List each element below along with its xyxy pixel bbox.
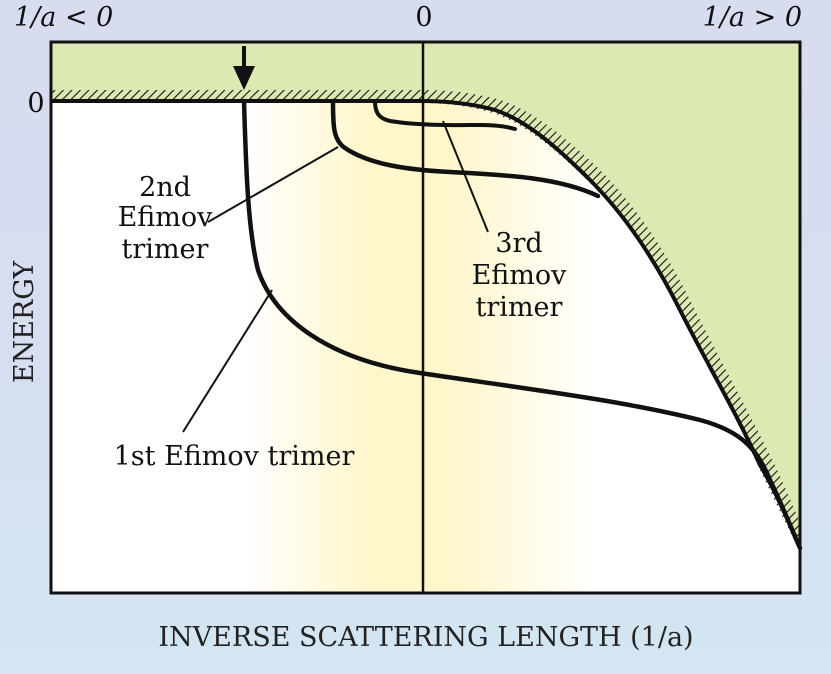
first-trimer-curve xyxy=(241,98,803,551)
top-label-negative: 1/a < 0 xyxy=(14,2,113,33)
plot-frame xyxy=(49,40,802,595)
third-trimer-label-1: 3rd xyxy=(495,228,542,259)
x-axis-label: INVERSE SCATTERING LENGTH (1/a) xyxy=(158,622,693,653)
second-trimer-leader xyxy=(207,146,339,223)
top-label-positive: 1/a > 0 xyxy=(703,2,802,33)
highlight-band xyxy=(245,101,595,593)
first-trimer-leader xyxy=(182,289,273,433)
second-trimer-label-1: 2nd xyxy=(139,172,191,203)
second-trimer-curve xyxy=(330,98,601,199)
down-arrow-icon xyxy=(233,46,255,90)
top-label-zero: 0 xyxy=(415,2,432,33)
third-trimer-curve xyxy=(373,99,517,131)
y-axis-label: ENERGY xyxy=(9,260,40,383)
second-trimer-label-2: Efimov xyxy=(118,202,214,233)
second-trimer-label-3: trimer xyxy=(122,234,209,265)
third-trimer-label-2: Efimov xyxy=(472,260,568,291)
y-zero-label: 0 xyxy=(27,88,44,119)
threshold-line xyxy=(51,99,800,549)
continuum-region xyxy=(51,42,800,548)
third-trimer-label-3: trimer xyxy=(476,292,563,323)
third-trimer-leader xyxy=(442,120,489,233)
first-trimer-label: 1st Efimov trimer xyxy=(114,441,355,472)
